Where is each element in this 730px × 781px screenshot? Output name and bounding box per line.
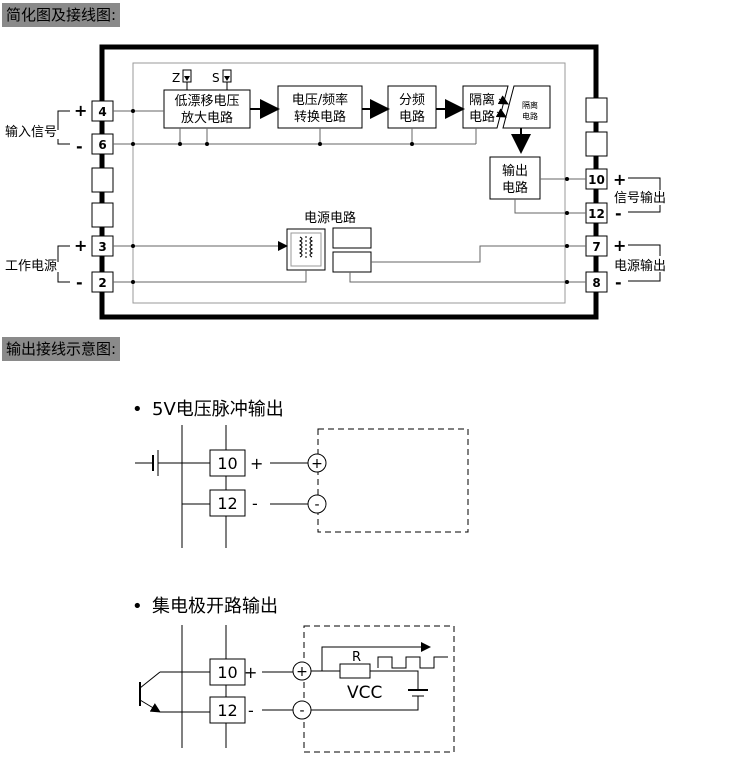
divider-block: 分频 电路 xyxy=(387,85,437,129)
terminal-6: 6 xyxy=(98,138,106,152)
terminal-3: 3 xyxy=(98,240,106,254)
work-power-label: 工作电源 xyxy=(5,259,57,274)
svg-text:电路: 电路 xyxy=(469,109,495,125)
power-circuit-block: 电源电路 xyxy=(286,210,372,273)
section-open-collector: • 集电极开路输出 10 12 + - + - R VCC xyxy=(132,596,455,753)
output-wiring-header: 输出接线示意图: xyxy=(2,337,121,361)
svg-text:电源电路: 电源电路 xyxy=(304,210,356,226)
junction-dots xyxy=(131,109,569,284)
svg-text:电路: 电路 xyxy=(399,109,425,125)
signal-output-label: 信号输出 xyxy=(614,190,666,206)
power-in-minus: - xyxy=(76,273,83,292)
zero-label: Z xyxy=(172,71,180,85)
section-5v-pulse: • 5V电压脉冲输出 10 12 + - + - xyxy=(132,399,469,548)
s1-plus: + xyxy=(250,454,263,473)
svg-text:转换电路: 转换电路 xyxy=(294,109,346,125)
right-labels: + - 信号输出 + - 电源输出 xyxy=(613,170,666,292)
terminal-4: 4 xyxy=(98,105,106,119)
right-terminals: 10 12 7 8 xyxy=(585,97,608,293)
zero-span-adjusters: Z S xyxy=(172,69,232,90)
internal-wiring xyxy=(113,99,586,283)
svg-text:低漂移电压: 低漂移电压 xyxy=(174,93,239,109)
s1-minus: - xyxy=(252,494,258,513)
s2-terminal-10: 10 xyxy=(217,663,237,682)
resistor-label: R xyxy=(352,650,361,665)
terminal-2: 2 xyxy=(98,276,106,290)
section2-title: 集电极开路输出 xyxy=(152,596,278,617)
left-terminals: 4 6 3 2 xyxy=(91,100,114,293)
svg-text:分频: 分频 xyxy=(399,93,425,108)
s2-circle-minus: - xyxy=(299,703,304,719)
section1-title: 5V电压脉冲输出 xyxy=(152,399,284,420)
svg-text:电压/频率: 电压/频率 xyxy=(292,92,348,108)
amplifier-block: 低漂移电压 放大电路 xyxy=(163,89,251,129)
terminal-7: 7 xyxy=(592,240,600,254)
s1-circle-plus: + xyxy=(311,456,323,472)
s2-terminal-12: 12 xyxy=(217,701,237,720)
vcc-label: VCC xyxy=(347,683,382,703)
terminal-8: 8 xyxy=(592,276,600,290)
signal-out-minus: - xyxy=(615,204,622,223)
wiring-diagram-header: 简化图及接线图: xyxy=(2,3,121,27)
output-circuit-block: 输出 电路 xyxy=(489,156,541,200)
svg-text:隔离: 隔离 xyxy=(469,92,495,108)
input-plus: + xyxy=(74,101,87,120)
s2-plus: + xyxy=(244,663,257,682)
power-in-plus: + xyxy=(74,236,87,255)
bullet-2: • xyxy=(132,596,143,617)
svg-text:隔离: 隔离 xyxy=(522,100,538,110)
s2-minus: - xyxy=(248,701,254,720)
power-output-label: 电源输出 xyxy=(614,258,666,274)
svg-text:电路: 电路 xyxy=(502,180,528,196)
input-minus: - xyxy=(76,137,83,156)
s2-circle-plus: + xyxy=(296,664,308,680)
svg-text:放大电路: 放大电路 xyxy=(181,110,233,126)
s1-terminal-12: 12 xyxy=(217,494,237,513)
power-out-minus: - xyxy=(615,273,622,292)
terminal-12: 12 xyxy=(588,207,605,221)
s1-circle-minus: - xyxy=(314,497,319,513)
power-out-plus: + xyxy=(613,236,626,255)
svg-text:输出: 输出 xyxy=(502,163,528,179)
input-signal-label: 输入信号 xyxy=(5,124,57,140)
span-label: S xyxy=(212,71,220,85)
s1-terminal-10: 10 xyxy=(217,454,237,473)
left-labels: + - 输入信号 + - 工作电源 xyxy=(5,101,87,292)
bullet-1: • xyxy=(132,399,143,420)
terminal-10: 10 xyxy=(588,173,605,187)
isolation-block: 隔离 电路 隔离 电路 xyxy=(462,85,551,129)
svg-text:电路: 电路 xyxy=(522,111,538,121)
signal-out-plus: + xyxy=(613,170,626,189)
vf-converter-block: 电压/频率 转换电路 xyxy=(277,85,363,129)
